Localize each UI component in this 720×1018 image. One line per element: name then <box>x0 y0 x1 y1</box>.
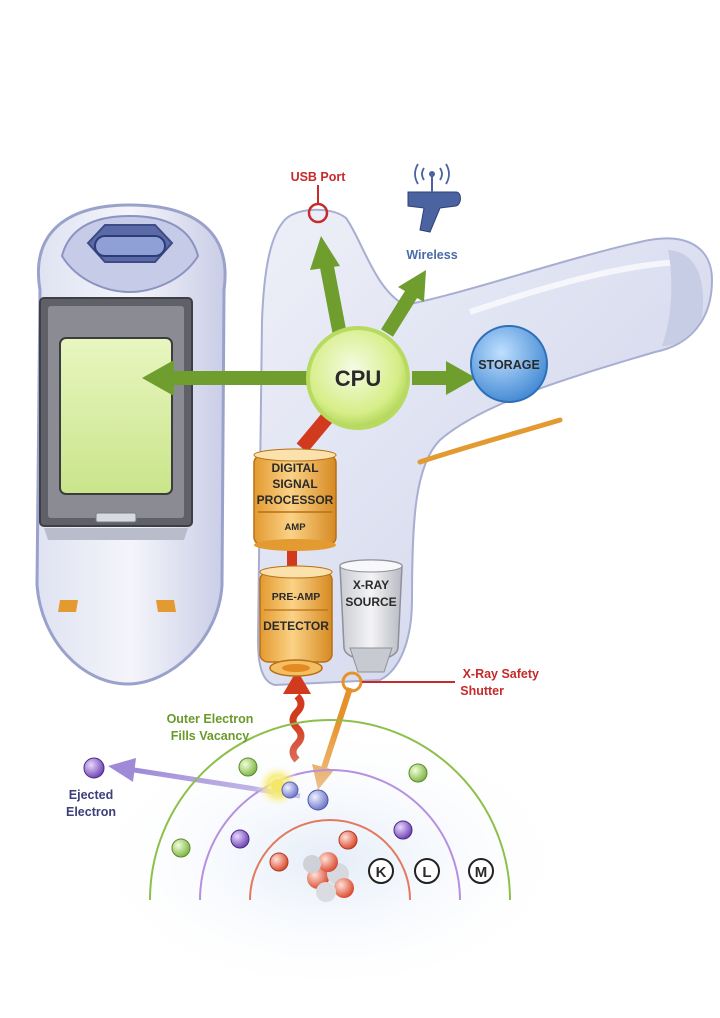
ejected-electron-label-line1: Ejected <box>69 788 113 802</box>
shell-m-marker: M <box>468 858 494 884</box>
analyzer-front-view <box>35 203 227 686</box>
storage-label: STORAGE <box>478 358 540 372</box>
usb-port-icon <box>307 202 329 224</box>
wireless-label: Wireless <box>406 248 457 262</box>
shell-l-marker: L <box>414 858 440 884</box>
shell-m-label: M <box>475 864 488 881</box>
outer-electron-label-line2: Fills Vacancy <box>171 729 250 743</box>
xray-label-line1: X-RAY <box>353 578 389 592</box>
wireless-icon <box>407 163 461 233</box>
shell-k-label: K <box>376 864 387 881</box>
xray-source-component: X-RAY SOURCE <box>339 559 403 673</box>
atom-nucleus-icon <box>303 852 354 902</box>
atom-diagram: K L M <box>80 719 580 1000</box>
usb-port-label: USB Port <box>291 170 347 184</box>
dsp-label-line2: SIGNAL <box>272 477 317 491</box>
ejected-electron <box>83 757 105 779</box>
storage-node: STORAGE <box>470 325 548 403</box>
outer-electron-label-line1: Outer Electron <box>167 712 254 726</box>
dsp-component: DIGITAL SIGNAL PROCESSOR AMP <box>253 448 337 551</box>
shell-k-marker: K <box>368 858 394 884</box>
amp-label: AMP <box>284 522 306 533</box>
cpu-label: CPU <box>335 366 381 391</box>
cpu-node: CPU <box>306 326 410 430</box>
safety-shutter: X-Ray Safety Shutter <box>341 667 539 698</box>
dsp-label-line1: DIGITAL <box>271 461 318 475</box>
shell-l-label: L <box>422 864 431 881</box>
detector-component: PRE-AMP DETECTOR <box>259 565 333 677</box>
wireless: Wireless <box>406 163 461 262</box>
detector-label: DETECTOR <box>263 619 329 633</box>
shutter-label-line2: Shutter <box>460 684 504 698</box>
shutter-label-line1: X-Ray Safety <box>463 667 539 681</box>
usb-port: USB Port <box>291 170 347 224</box>
xray-label-line2: SOURCE <box>345 595 396 609</box>
ejected-electron-label-line2: Electron <box>66 805 116 819</box>
dsp-label-line3: PROCESSOR <box>257 493 334 507</box>
pre-amp-label: PRE-AMP <box>272 591 320 603</box>
